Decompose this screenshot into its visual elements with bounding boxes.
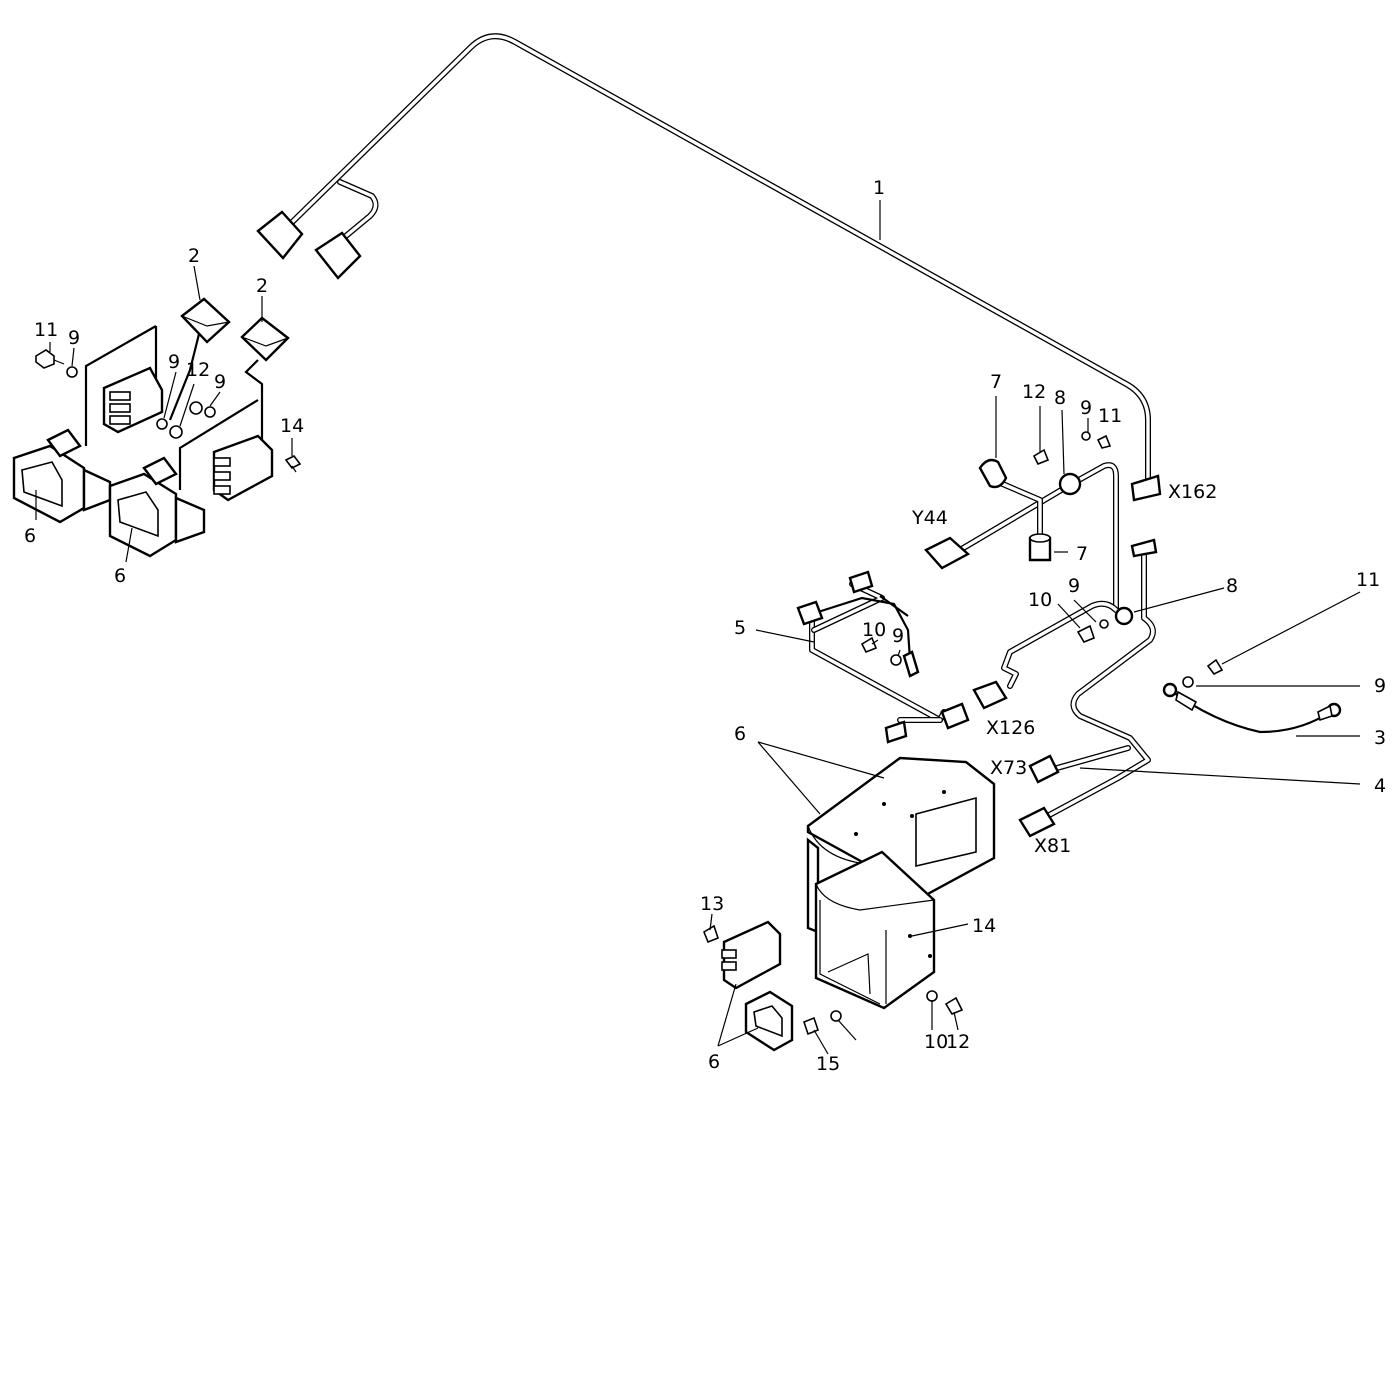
mounting-bracket-13 (703, 756, 996, 1052)
callout-9-d: 9 (1080, 397, 1092, 419)
callout-10-b: 10 (862, 619, 886, 641)
right-harness-assembly (924, 431, 1158, 838)
connector-labels: X162 Y44 X126 X73 X81 (911, 481, 1217, 857)
callout-10-a: 10 (1028, 589, 1052, 611)
callout-9-e: 9 (1068, 575, 1080, 597)
callout-2-right: 2 (256, 275, 268, 297)
callout-1: 1 (873, 177, 885, 199)
callout-10-c: 11 (1356, 569, 1380, 591)
main-harness-1 (256, 33, 1162, 502)
connector-label-x73: X73 (990, 757, 1027, 779)
harness-5 (796, 570, 970, 744)
callout-11-c: 12 (946, 1031, 970, 1053)
callout-12-b: 12 (1022, 381, 1046, 403)
callout-11-a: 11 (34, 319, 58, 341)
callout-14-a: 14 (280, 415, 304, 437)
callout-5: 5 (734, 617, 746, 639)
ground-cable-3 (1162, 658, 1342, 734)
connector-label-x81: X81 (1034, 835, 1071, 857)
callout-6-bracket: 6 (734, 723, 746, 745)
callout-3: 3 (1374, 727, 1386, 749)
callout-9-b: 9 (168, 351, 180, 373)
callout-8-lower: 8 (1226, 575, 1238, 597)
callout-9-g: 9 (1374, 675, 1386, 697)
callout-2-left: 2 (188, 245, 200, 267)
callout-9-h: 10 (924, 1031, 948, 1053)
connector-label-x126: X126 (986, 717, 1035, 739)
left-work-light-assembly (12, 297, 302, 558)
callout-9-a: 9 (68, 327, 80, 349)
callout-6-lower-left: 6 (114, 565, 126, 587)
callout-6-bottom: 6 (708, 1051, 720, 1073)
callout-12-a: 12 (186, 359, 210, 381)
connector-label-x162: X162 (1168, 481, 1217, 503)
callout-13: 14 (972, 915, 996, 937)
callout-4: 4 (1374, 775, 1386, 797)
callout-6-upper-left: 6 (24, 525, 36, 547)
callout-14-b: 15 (816, 1053, 840, 1075)
callout-7-lower: 7 (1076, 543, 1088, 565)
connector-label-y44: Y44 (911, 507, 948, 529)
leader-lines (35, 200, 1361, 1055)
callout-7-upper: 7 (990, 371, 1002, 393)
callout-9-c: 9 (214, 371, 226, 393)
callout-labels: 1 2 2 3 4 5 6 6 6 6 7 7 8 8 9 9 9 9 9 9 … (24, 177, 1386, 1075)
callout-8-upper: 8 (1054, 387, 1066, 409)
callout-12-c: 13 (700, 893, 724, 915)
callout-9-f: 9 (892, 625, 904, 647)
callout-11-b: 11 (1098, 405, 1122, 427)
